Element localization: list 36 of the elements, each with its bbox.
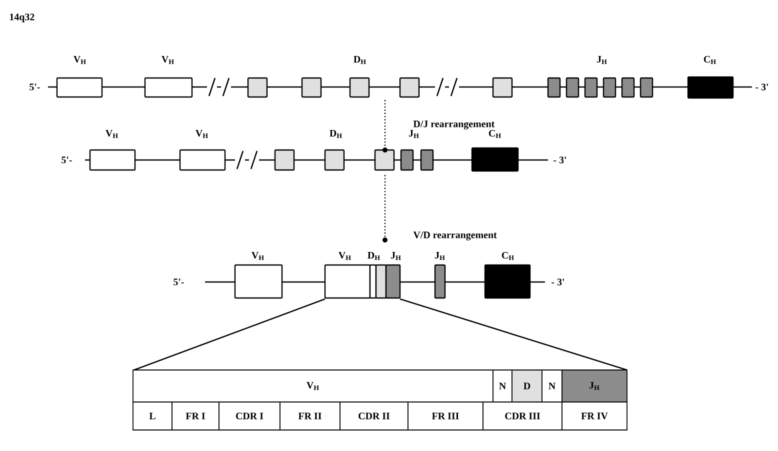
strand-end-label: - 3' [552,278,564,286]
segment-label: V$_{H}$ [338,252,351,260]
table-cell: FR II [280,402,340,430]
segment-label: V$_{H}$ [252,252,264,260]
segment-label: J$_{H}$ [409,130,419,138]
segment-label: V$_{H}$ [74,56,86,64]
table-cell: J$_{H}$ [562,370,628,402]
step-label: V/D rearrangement [413,232,497,240]
segment-label: C$_{H}$ [502,252,514,260]
segment-label: C$_{H}$ [704,56,716,64]
table-cell: D [512,370,542,402]
segment-label: D$_{H}$ [330,130,342,138]
step-label: D/J rearrangement [413,120,495,130]
table-cell: FR I [172,402,220,430]
table-cell: FR IV [562,402,628,430]
segment-label: D$_{H}$ [368,252,380,260]
table-cell: CDR II [340,402,408,430]
strand-end-label: 5'- [174,278,184,286]
table-cell: FR III [408,402,484,430]
strand-end-label: 5'- [62,156,72,164]
segment-label: V$_{H}$ [106,130,118,138]
strand-end-label: 5'- [30,84,40,90]
segment-label: C$_{H}$ [488,130,501,138]
table-cell: CDR I [218,402,280,430]
strand-end-label: - 3' [756,84,768,90]
table-cell: N [492,370,512,402]
segment-label: J$_{H}$ [435,252,445,260]
title: 14q32 [10,14,34,22]
table-cell: L [132,402,172,430]
segment-label: V$_{H}$ [162,56,174,64]
table-cell: N [542,370,562,402]
segment-label: D$_{H}$ [354,56,366,64]
segment-label: J$_{H}$ [391,252,401,260]
segment-label: J$_{H}$ [597,56,607,64]
segment-label: V$_{H}$ [196,130,208,138]
strand-end-label: - 3' [554,156,566,164]
